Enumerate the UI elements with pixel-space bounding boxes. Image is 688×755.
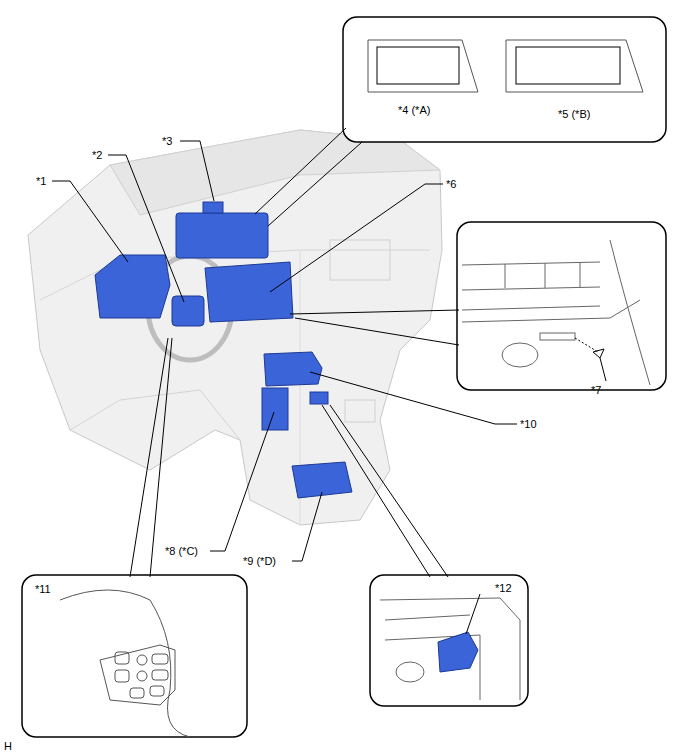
callout-number: *1 xyxy=(36,175,46,188)
callout-number: *10 xyxy=(520,418,537,431)
callout-number: *8 (*C) xyxy=(165,545,198,558)
callout-number: *3 xyxy=(162,135,172,148)
callout-number: *2 xyxy=(92,149,102,162)
callout-number: *11 xyxy=(35,583,51,596)
callout-number: *12 xyxy=(495,582,512,595)
callout-number: *7 xyxy=(591,384,601,397)
callout-number: *4 (*A) xyxy=(398,104,430,117)
callout-number: H xyxy=(4,740,12,753)
callout-number: *5 (*B) xyxy=(558,108,590,121)
callout-number: *6 xyxy=(446,178,456,191)
callout-number: *9 (*D) xyxy=(243,555,276,568)
